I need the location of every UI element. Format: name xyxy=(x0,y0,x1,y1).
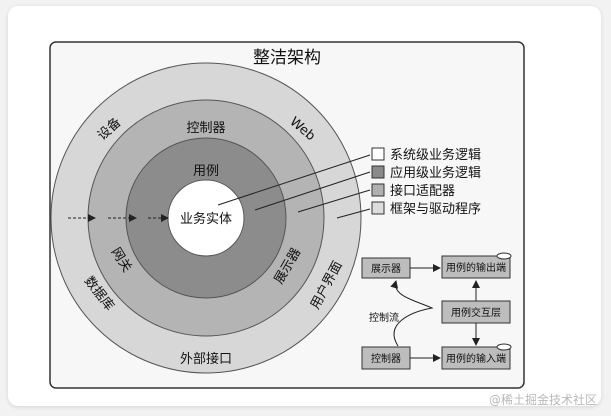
flow-box-output-port-label: 用例的输出端 xyxy=(446,261,506,274)
flow-box-output-port xyxy=(441,255,511,279)
control-flow-arrow xyxy=(390,280,434,347)
flow-box-presenter-label: 展示器 xyxy=(371,263,401,275)
legend-label: 系统级业务逻辑 xyxy=(390,147,481,163)
flow-box-controller-label: 控制器 xyxy=(371,352,401,365)
legend-swatch xyxy=(371,201,385,215)
legend-swatch xyxy=(371,183,385,197)
legend-swatch xyxy=(371,147,385,161)
legend-swatch xyxy=(371,165,385,179)
legend-label: 接口适配器 xyxy=(390,183,455,199)
leader-line xyxy=(297,189,371,213)
flow-box-interactor-label: 用例交互层 xyxy=(451,306,501,319)
control-flow-label: 控制流 xyxy=(369,311,399,324)
label-controllers: 控制器 xyxy=(186,121,225,136)
port-marker xyxy=(496,252,512,260)
diagram-title: 整洁架构 xyxy=(253,48,321,68)
leader-line xyxy=(336,208,371,219)
flow-box-input-port xyxy=(441,346,511,370)
port-marker xyxy=(496,343,512,351)
legend-label: 应用级业务逻辑 xyxy=(390,165,481,181)
label-external-interfaces: 外部接口 xyxy=(180,351,232,367)
leader-line xyxy=(217,154,371,206)
legend: 系统级业务逻辑 应用级业务逻辑 接口适配器 框架与驱动程序 xyxy=(371,147,481,217)
flow-box-input-port-label: 用例的输入端 xyxy=(446,352,506,365)
label-use-cases: 用例 xyxy=(193,164,219,179)
flow-diagram: 展示器 用例的输出端 用例交互层 控制器 用例的输入端 控制流 xyxy=(361,252,512,370)
legend-label: 框架与驱动程序 xyxy=(390,202,481,217)
label-entities: 业务实体 xyxy=(180,211,232,227)
leader-line xyxy=(254,171,371,211)
watermark: @稀土掘金技术社区 xyxy=(488,393,597,407)
